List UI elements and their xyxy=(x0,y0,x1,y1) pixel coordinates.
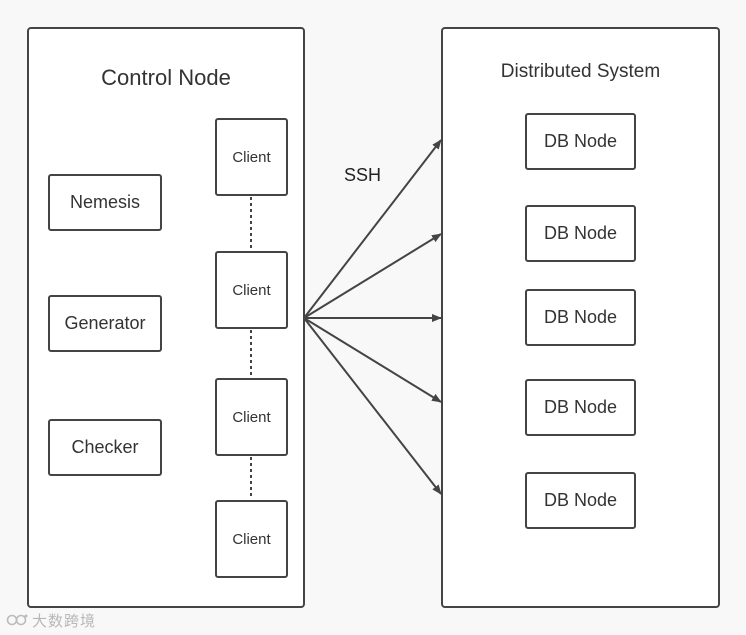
client-box: Client xyxy=(215,251,288,329)
client-box: Client xyxy=(215,378,288,456)
watermark: 大数跨境 xyxy=(6,610,96,630)
ssh-arrow xyxy=(303,233,442,319)
db-node-box: DB Node xyxy=(525,205,636,262)
db-node-box: DB Node xyxy=(525,379,636,436)
generator-box: Generator xyxy=(48,295,162,352)
db-node-box: DB Node xyxy=(525,113,636,170)
nemesis-box: Nemesis xyxy=(48,174,162,231)
control-node-title: Control Node xyxy=(101,65,231,90)
client-box: Client xyxy=(215,500,288,578)
ssh-arrow xyxy=(303,317,442,403)
watermark-text: 大数跨境 xyxy=(32,612,97,630)
ssh-arrow xyxy=(303,317,442,495)
ssh-label: SSH xyxy=(344,165,382,185)
checker-box: Checker xyxy=(48,419,162,476)
distributed-system-title: Distributed System xyxy=(500,61,661,82)
watermark-logo-icon xyxy=(6,613,28,627)
client-box: Client xyxy=(215,118,288,196)
ssh-arrows xyxy=(303,139,442,495)
db-node-box: DB Node xyxy=(525,472,636,529)
db-node-box: DB Node xyxy=(525,289,636,346)
